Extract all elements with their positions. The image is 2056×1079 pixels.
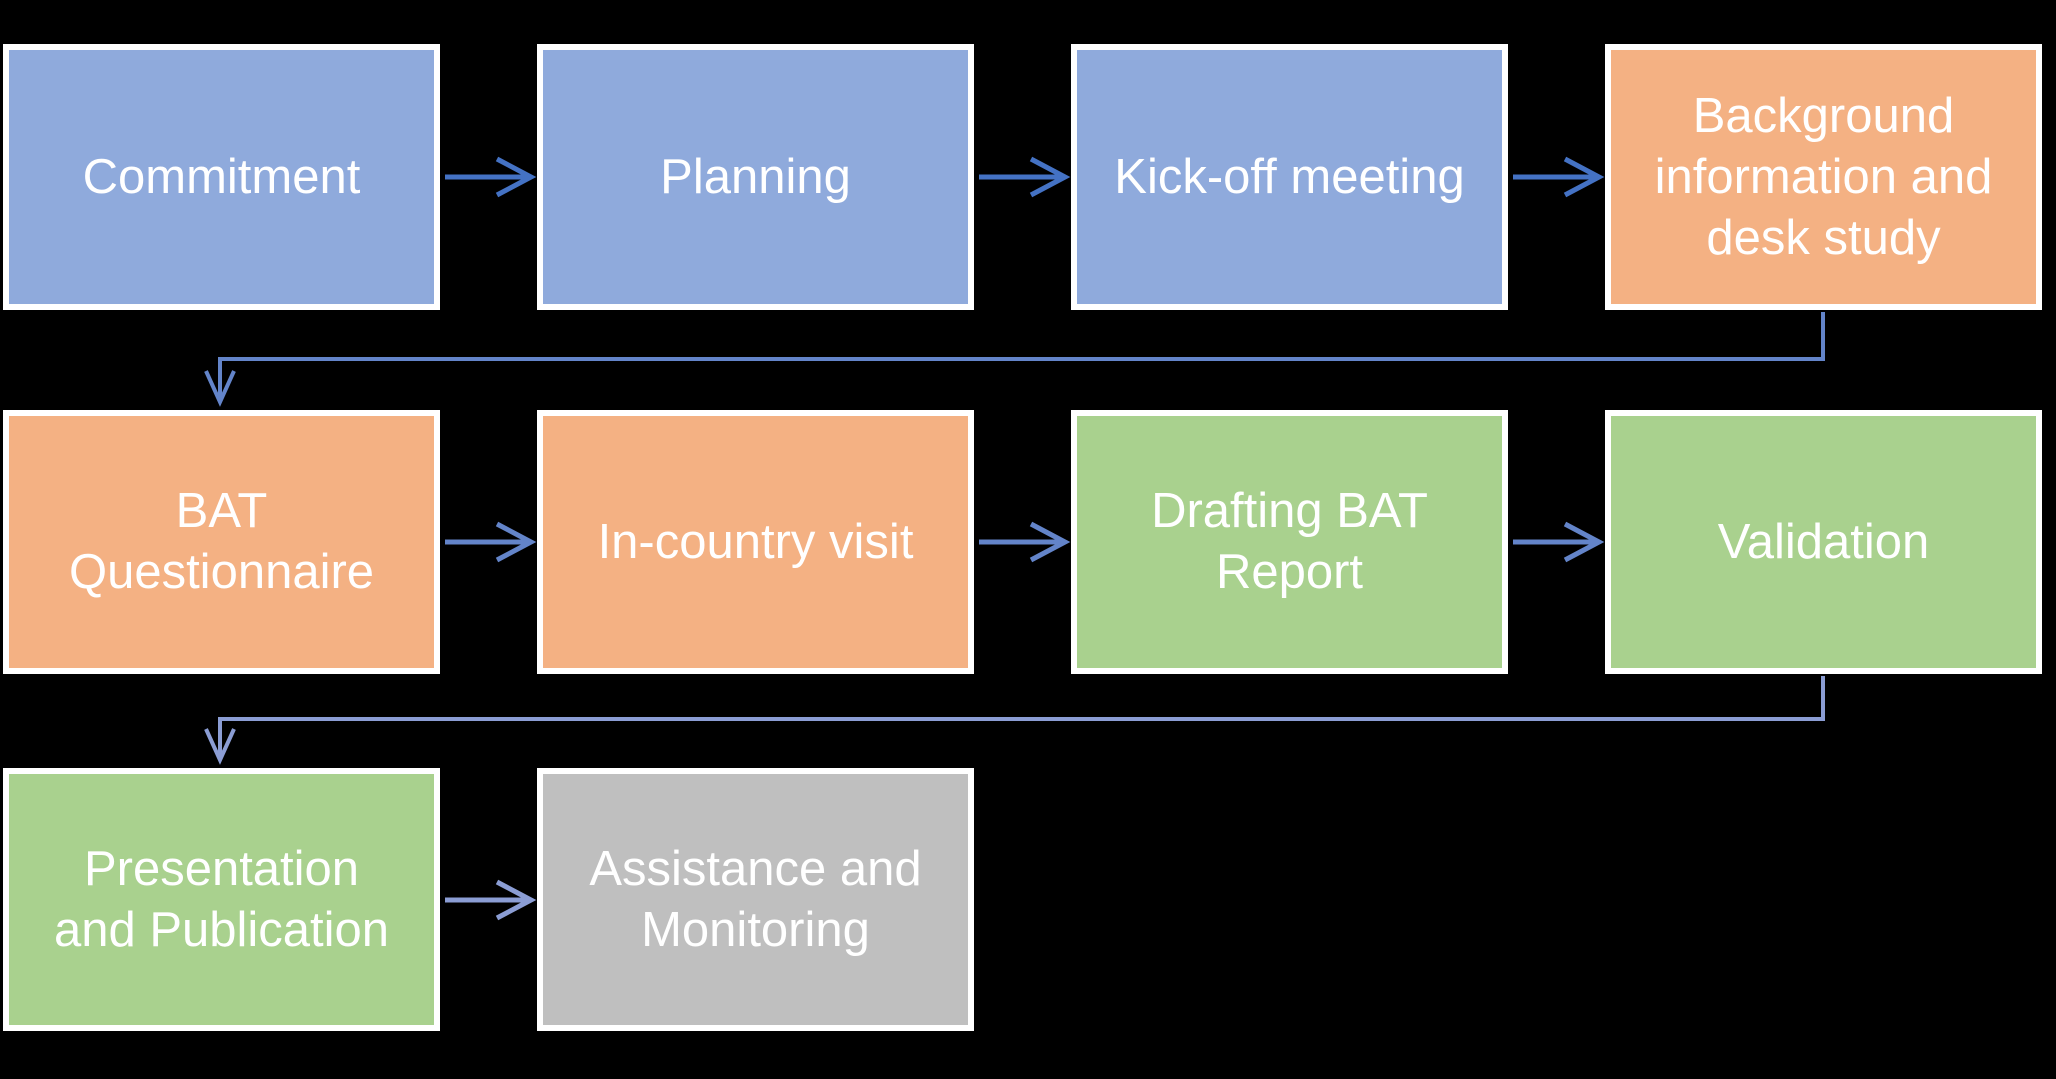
elbow-validation-to-presentation-icon	[204, 676, 1825, 765]
flow-box-commitment: Commitment	[3, 44, 440, 310]
arrow-questionnaire-to-visit-icon	[445, 521, 537, 563]
flow-box-background-info: Background information and desk study	[1605, 44, 2042, 310]
flow-box-kickoff-meeting: Kick-off meeting	[1071, 44, 1508, 310]
elbow-background-to-questionnaire-icon	[204, 312, 1825, 407]
flow-box-presentation: Presentation and Publication	[3, 768, 440, 1031]
flow-box-in-country-visit: In-country visit	[537, 410, 974, 674]
arrow-presentation-to-assistance-icon	[445, 879, 537, 921]
arrow-visit-to-drafting-icon	[979, 521, 1071, 563]
flow-box-drafting-report: Drafting BAT Report	[1071, 410, 1508, 674]
flow-box-validation: Validation	[1605, 410, 2042, 674]
arrow-drafting-to-validation-icon	[1513, 521, 1605, 563]
arrow-commitment-to-planning-icon	[445, 156, 537, 198]
flow-box-planning: Planning	[537, 44, 974, 310]
flow-box-bat-questionnaire: BAT Questionnaire	[3, 410, 440, 674]
arrow-kickoff-to-background-icon	[1513, 156, 1605, 198]
flow-box-assistance: Assistance and Monitoring	[537, 768, 974, 1031]
arrow-planning-to-kickoff-icon	[979, 156, 1071, 198]
